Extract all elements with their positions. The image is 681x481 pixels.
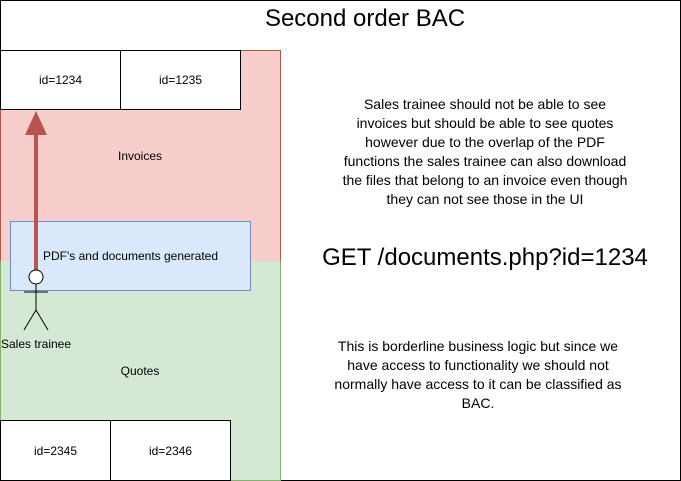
quote-id-label: id=2345 <box>33 443 78 458</box>
actor-right-leg <box>35 309 49 331</box>
access-arrow-head <box>25 111 47 135</box>
invoice-id-box: id=1234 <box>0 50 121 110</box>
invoices-label: Invoices <box>117 149 163 163</box>
actor-head <box>28 269 44 285</box>
documents-box: PDF's and documents generated <box>10 221 251 291</box>
request-text: GET /documents.php?id=1234 <box>322 244 648 271</box>
invoice-id-label: id=1234 <box>38 73 83 87</box>
actor-label: Sales trainee <box>0 337 72 351</box>
quotes-label: Quotes <box>120 364 160 378</box>
invoice-id-box: id=1235 <box>120 50 241 110</box>
actor-figure <box>23 269 49 331</box>
diagram-title: Second order BAC <box>264 5 466 32</box>
explanation-note: Sales trainee should not be able to see … <box>342 96 628 207</box>
conclusion-note: This is borderline business logic but si… <box>334 338 622 411</box>
quote-id-box: id=2346 <box>110 420 231 481</box>
invoice-id-label: id=1235 <box>158 73 203 87</box>
quote-id-label: id=2346 <box>148 443 193 458</box>
documents-box-label: PDF's and documents generated <box>42 249 219 263</box>
quote-id-box: id=2345 <box>0 420 111 481</box>
actor-left-leg <box>23 309 37 331</box>
